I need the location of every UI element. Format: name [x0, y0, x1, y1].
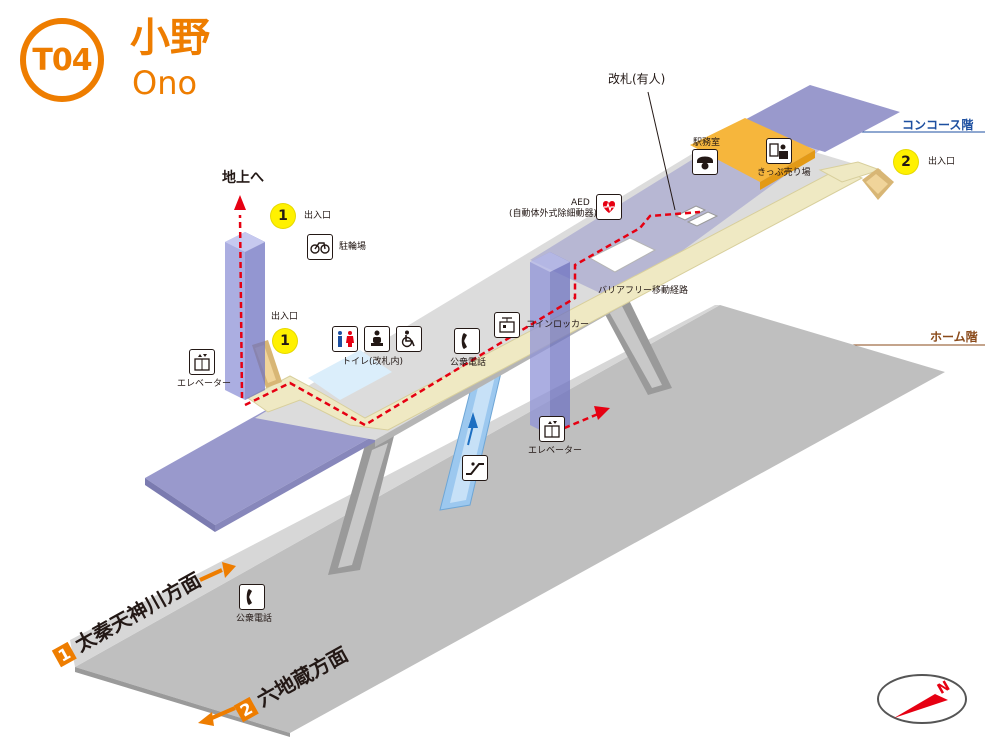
exit-badge-2: 2 [894, 150, 918, 174]
phone-icon-concourse [454, 328, 480, 354]
route-arrow-up [234, 195, 246, 210]
accessible-route [238, 210, 701, 434]
barrier-free-path [247, 161, 882, 431]
station-office-label: 駅務室 [693, 138, 721, 148]
ticket-office-label: きっぷ売り場 [757, 168, 811, 178]
direction-arrow-2 [198, 706, 236, 726]
barrier-free-label: バリアフリー移動経路 [598, 286, 689, 296]
station-code: T04 [32, 42, 92, 78]
phone-icon-platform [239, 584, 265, 610]
route-arrow-right [594, 406, 610, 420]
level-concourse-label: コンコース階 [902, 118, 974, 132]
elevator-label-platform: エレベーター [528, 446, 583, 456]
direction-arrow-1 [199, 562, 236, 582]
to-ground-label: 地上へ [222, 170, 264, 186]
bicycle-parking-icon [307, 234, 333, 260]
station-code-badge: T04 [20, 18, 104, 102]
escalator-icon [462, 455, 488, 481]
bicycle-parking-label: 駐輪場 [339, 242, 367, 252]
elevator-label-ground: エレベーター [177, 379, 232, 389]
elevator-icon-ground [189, 349, 215, 375]
elevator-shaft-ground [225, 232, 265, 400]
station-office-area [690, 118, 815, 182]
ticket-gate-leader [647, 91, 676, 211]
exit-badge-1b: 1 [273, 329, 297, 353]
exit-badge-1a: 1 [271, 204, 295, 228]
station-name-en: Ono [132, 64, 198, 102]
exit-number: 2 [901, 154, 911, 170]
toilet-icon [332, 326, 358, 352]
compass-rose [877, 674, 967, 724]
station-office-icon [692, 149, 718, 175]
elevator-icon-platform [539, 416, 565, 442]
station-name-jp: 小野 [130, 15, 210, 61]
ticket-gate-label: 改札(有人) [608, 72, 666, 86]
wheelchair-icon [396, 326, 422, 352]
stairs-left [328, 432, 395, 575]
aed-icon [596, 194, 622, 220]
level-platform-label: ホーム階 [930, 330, 978, 344]
exit-number: 1 [278, 208, 288, 224]
exit2-stairs [862, 168, 894, 200]
phone-label-platform: 公衆電話 [236, 614, 273, 624]
aed-label: AED [571, 198, 590, 208]
exit-number: 1 [280, 333, 290, 349]
coin-locker-icon [494, 312, 520, 338]
baby-care-icon [364, 326, 390, 352]
toilet-label: トイレ(改札内) [342, 357, 404, 367]
coin-locker-label: コインロッカー [526, 320, 590, 330]
aed-sub-label: (自動体外式除細動器) [509, 209, 598, 219]
exit-label-1a: 出入口 [304, 211, 332, 221]
phone-label-concourse: 公衆電話 [450, 358, 487, 368]
exit-label-2: 出入口 [928, 157, 956, 167]
exit-label-1b: 出入口 [271, 312, 299, 322]
stairs-right [600, 298, 672, 395]
ticket-office-icon [766, 138, 792, 164]
elevator-shaft-platform [530, 252, 570, 435]
